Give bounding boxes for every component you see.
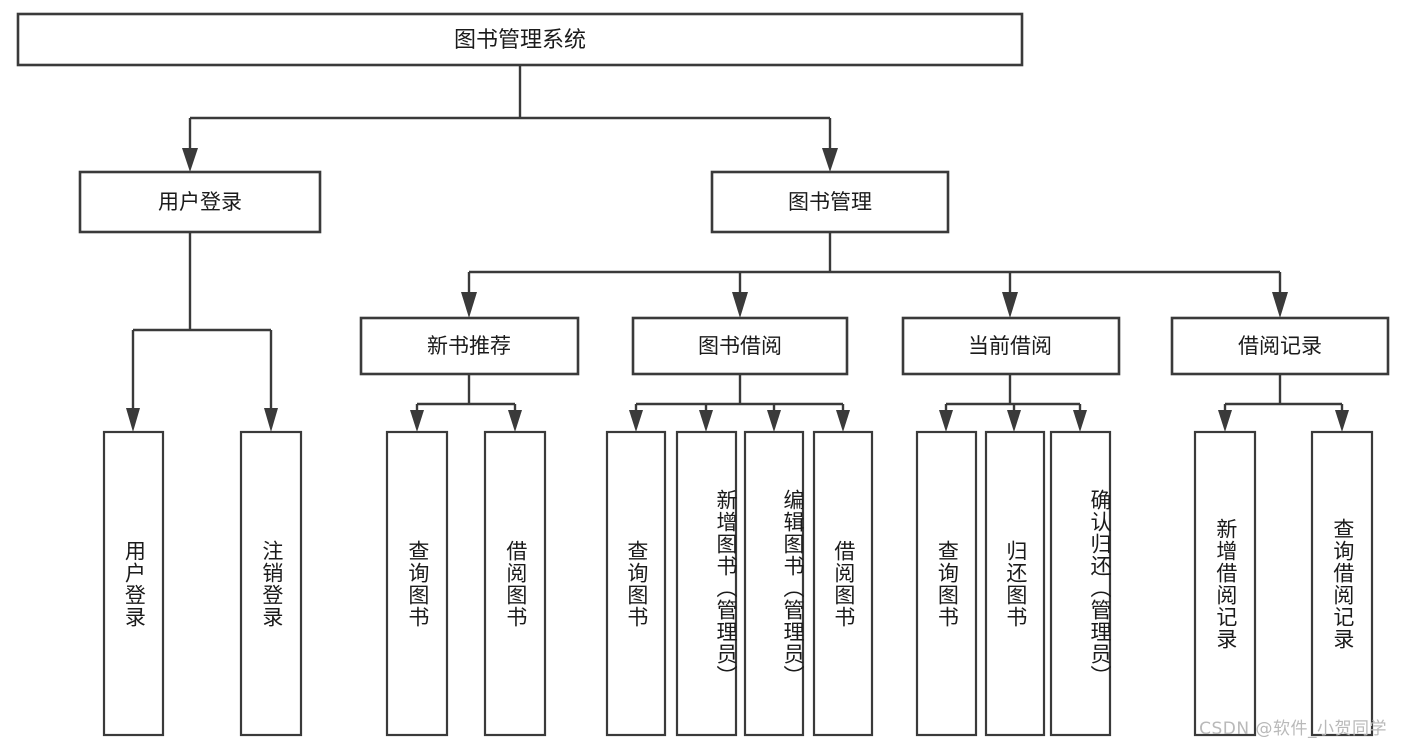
node-book-borrow-label: 图书借阅: [698, 334, 782, 358]
node-root-system-label: 图书管理系统: [454, 28, 586, 53]
arrow-head-bookborrow-1: [629, 410, 643, 432]
connector-group-root: [182, 65, 838, 172]
node-current-borrow[interactable]: 当前借阅: [901, 316, 1121, 376]
node-user-login-label: 用户登录: [158, 190, 242, 214]
node-borrow-record-label: 借阅记录: [1238, 334, 1322, 358]
arrow-head-bookmanage-4: [1272, 292, 1288, 318]
arrow-head-bookborrow-3: [767, 410, 781, 432]
arrow-head-currentborrow-1: [939, 410, 953, 432]
arrow-head-userlogin-2: [264, 408, 278, 432]
node-current-borrow-box[interactable]: [901, 316, 1121, 376]
node-borrow-record[interactable]: 借阅记录: [1170, 316, 1390, 376]
leaf-box-query-book-2[interactable]: [605, 430, 667, 737]
arrow-head-currentborrow-2: [1007, 410, 1021, 432]
connector-group-book-manage: [461, 232, 1288, 318]
leaf-box-query-book-3[interactable]: [915, 430, 978, 737]
node-user-login[interactable]: 用户登录: [78, 170, 322, 234]
leaf-box-add-book-admin[interactable]: [675, 430, 738, 737]
leaf-box-confirm-return-admin[interactable]: [1049, 430, 1112, 737]
connector-group-new-book: [410, 374, 522, 432]
arrow-head-bookmanage-1: [461, 292, 477, 318]
leaf-box-user-login[interactable]: [102, 430, 165, 737]
leaf-box-query-book-1[interactable]: [385, 430, 449, 737]
arrow-head-root-2: [822, 148, 838, 172]
arrow-head-bookmanage-3: [1002, 292, 1018, 318]
connector-group-borrow-record: [1218, 374, 1349, 432]
arrow-head-newbook-2: [508, 410, 522, 432]
node-book-management-box[interactable]: [710, 170, 950, 234]
node-root-system[interactable]: 图书管理系统: [16, 12, 1024, 67]
node-book-management[interactable]: 图书管理: [710, 170, 950, 234]
leaf-box-borrow-book-2[interactable]: [812, 430, 874, 737]
arrow-head-userlogin-1: [126, 408, 140, 432]
node-root-system-box[interactable]: [16, 12, 1024, 67]
arrow-head-bookborrow-4: [836, 410, 850, 432]
arrow-head-newbook-1: [410, 410, 424, 432]
connector-group-user-login: [126, 232, 278, 432]
node-borrow-record-box[interactable]: [1170, 316, 1390, 376]
arrow-head-bookmanage-2: [732, 292, 748, 318]
connector-group-current-borrow: [939, 374, 1087, 432]
leaf-box-add-borrow-record[interactable]: [1193, 430, 1257, 737]
node-new-book-recommend-label: 新书推荐: [427, 334, 511, 358]
node-user-login-box[interactable]: [78, 170, 322, 234]
leaf-box-edit-book-admin[interactable]: [743, 430, 805, 737]
leaf-box-logout[interactable]: [239, 430, 303, 737]
node-book-management-label: 图书管理: [788, 190, 872, 214]
csdn-watermark: CSDN @软件_小贺同学: [1199, 719, 1387, 739]
leaf-box-borrow-book-1[interactable]: [483, 430, 547, 737]
node-current-borrow-label: 当前借阅: [968, 334, 1052, 358]
arrow-head-root-1: [182, 148, 198, 172]
arrow-head-bookborrow-2: [699, 410, 713, 432]
arrow-head-borrowrecord-1: [1218, 410, 1232, 432]
leaf-box-return-book[interactable]: [984, 430, 1046, 737]
leaf-box-query-borrow-record[interactable]: [1310, 430, 1374, 737]
node-book-borrow-box[interactable]: [631, 316, 849, 376]
arrow-head-borrowrecord-2: [1335, 410, 1349, 432]
node-new-book-recommend-box[interactable]: [359, 316, 580, 376]
connector-group-book-borrow: [629, 374, 850, 432]
node-book-borrow[interactable]: 图书借阅: [631, 316, 849, 376]
arrow-head-currentborrow-3: [1073, 410, 1087, 432]
node-new-book-recommend[interactable]: 新书推荐: [359, 316, 580, 376]
